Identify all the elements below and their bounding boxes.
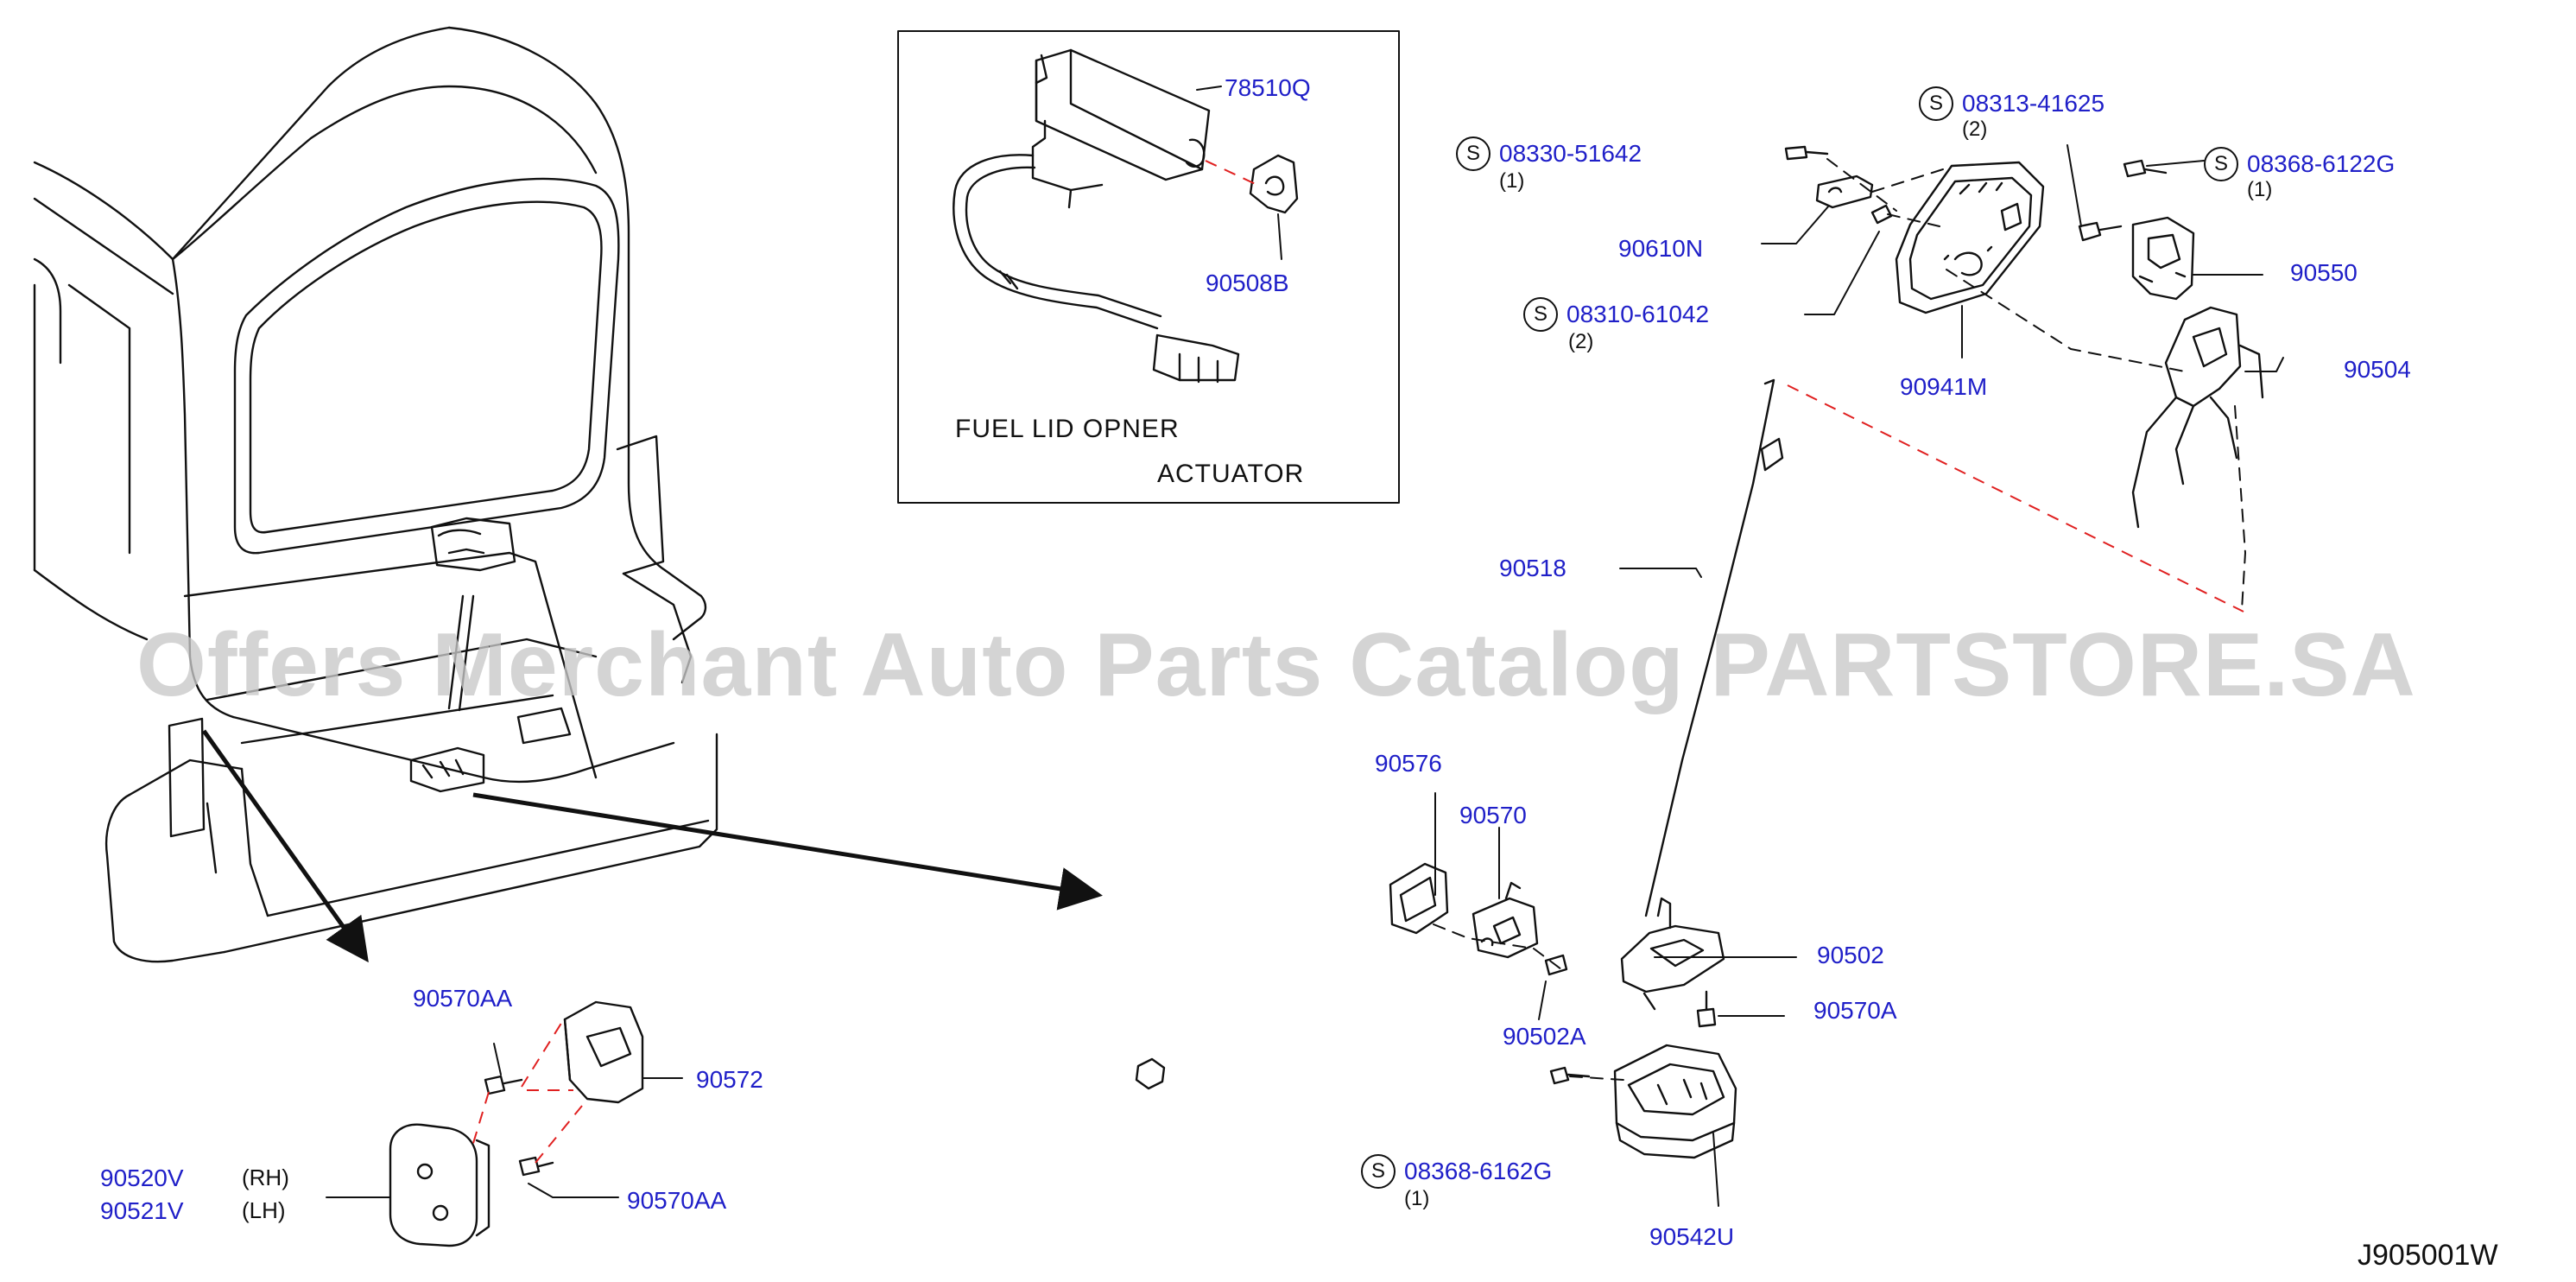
part-number-08310-61042[interactable]: 08310-61042 — [1566, 301, 1710, 327]
quantity-08310-61042: (2) — [1568, 330, 1594, 353]
inset-title-line2: ACTUATOR — [1157, 460, 1305, 488]
part-number-90504[interactable]: 90504 — [2344, 356, 2411, 383]
part-number-90570AA-bottom[interactable]: 90570AA — [627, 1187, 727, 1214]
bumper-bracket-drawing — [389, 1000, 644, 1247]
part-number-90550[interactable]: 90550 — [2290, 259, 2358, 286]
part-number-90542U[interactable]: 90542U — [1649, 1223, 1735, 1250]
part-number-90570A[interactable]: 90570A — [1813, 997, 1897, 1024]
standard-part-symbol: S — [1361, 1154, 1396, 1189]
part-number-90941M[interactable]: 90941M — [1900, 373, 1988, 400]
quantity-08368-6122G: (1) — [2247, 178, 2273, 201]
standard-part-symbol: S — [2204, 147, 2238, 181]
side-label-rh: (RH) — [242, 1165, 289, 1190]
part-number-08368-6162G[interactable]: 08368-6162G — [1404, 1158, 1553, 1184]
standard-part-symbol: S — [1456, 136, 1491, 171]
part-number-90508B[interactable]: 90508B — [1206, 270, 1289, 296]
part-number-90570AA-top[interactable]: 90570AA — [413, 985, 513, 1012]
part-number-90572[interactable]: 90572 — [696, 1066, 763, 1093]
inset-frame — [897, 30, 1400, 504]
inset-title-line1: FUEL LID OPNER — [955, 415, 1180, 443]
quantity-08313-41625: (2) — [1962, 117, 1988, 141]
quantity-08368-6162G: (1) — [1404, 1187, 1430, 1210]
part-number-90570[interactable]: 90570 — [1459, 802, 1527, 828]
quantity-08330-51642: (1) — [1499, 169, 1525, 193]
part-number-08330-51642[interactable]: 08330-51642 — [1499, 140, 1642, 167]
rod-90518-drawing — [1644, 378, 1775, 917]
part-number-08313-41625[interactable]: 08313-41625 — [1962, 90, 2105, 117]
diagram-id: J905001W — [2358, 1239, 2498, 1272]
back-door-lock-drawing — [1389, 862, 1737, 1159]
watermark-text: Offers Merchant Auto Parts Catalog PARTS… — [136, 615, 2416, 715]
part-number-78510Q[interactable]: 78510Q — [1225, 74, 1311, 101]
standard-part-symbol: S — [1919, 86, 1953, 121]
leader-lines — [326, 86, 2284, 1207]
part-number-90518[interactable]: 90518 — [1499, 555, 1566, 581]
vehicle-rear-drawing — [33, 26, 718, 963]
fuel-lid-actuator-drawing — [953, 48, 1299, 384]
part-number-90576[interactable]: 90576 — [1375, 750, 1442, 777]
part-number-90520V[interactable]: 90520V — [100, 1165, 184, 1191]
side-label-lh: (LH) — [242, 1197, 286, 1223]
standard-part-symbol: S — [1523, 297, 1558, 332]
back-door-handle-drawing — [1784, 145, 2264, 529]
part-number-90521V[interactable]: 90521V — [100, 1197, 184, 1224]
part-number-90610N[interactable]: 90610N — [1618, 235, 1704, 262]
part-number-08368-6122G[interactable]: 08368-6122G — [2247, 150, 2396, 177]
part-number-90502A[interactable]: 90502A — [1503, 1023, 1586, 1050]
part-number-90502[interactable]: 90502 — [1817, 942, 1884, 968]
nut-drawing — [1135, 1057, 1166, 1090]
